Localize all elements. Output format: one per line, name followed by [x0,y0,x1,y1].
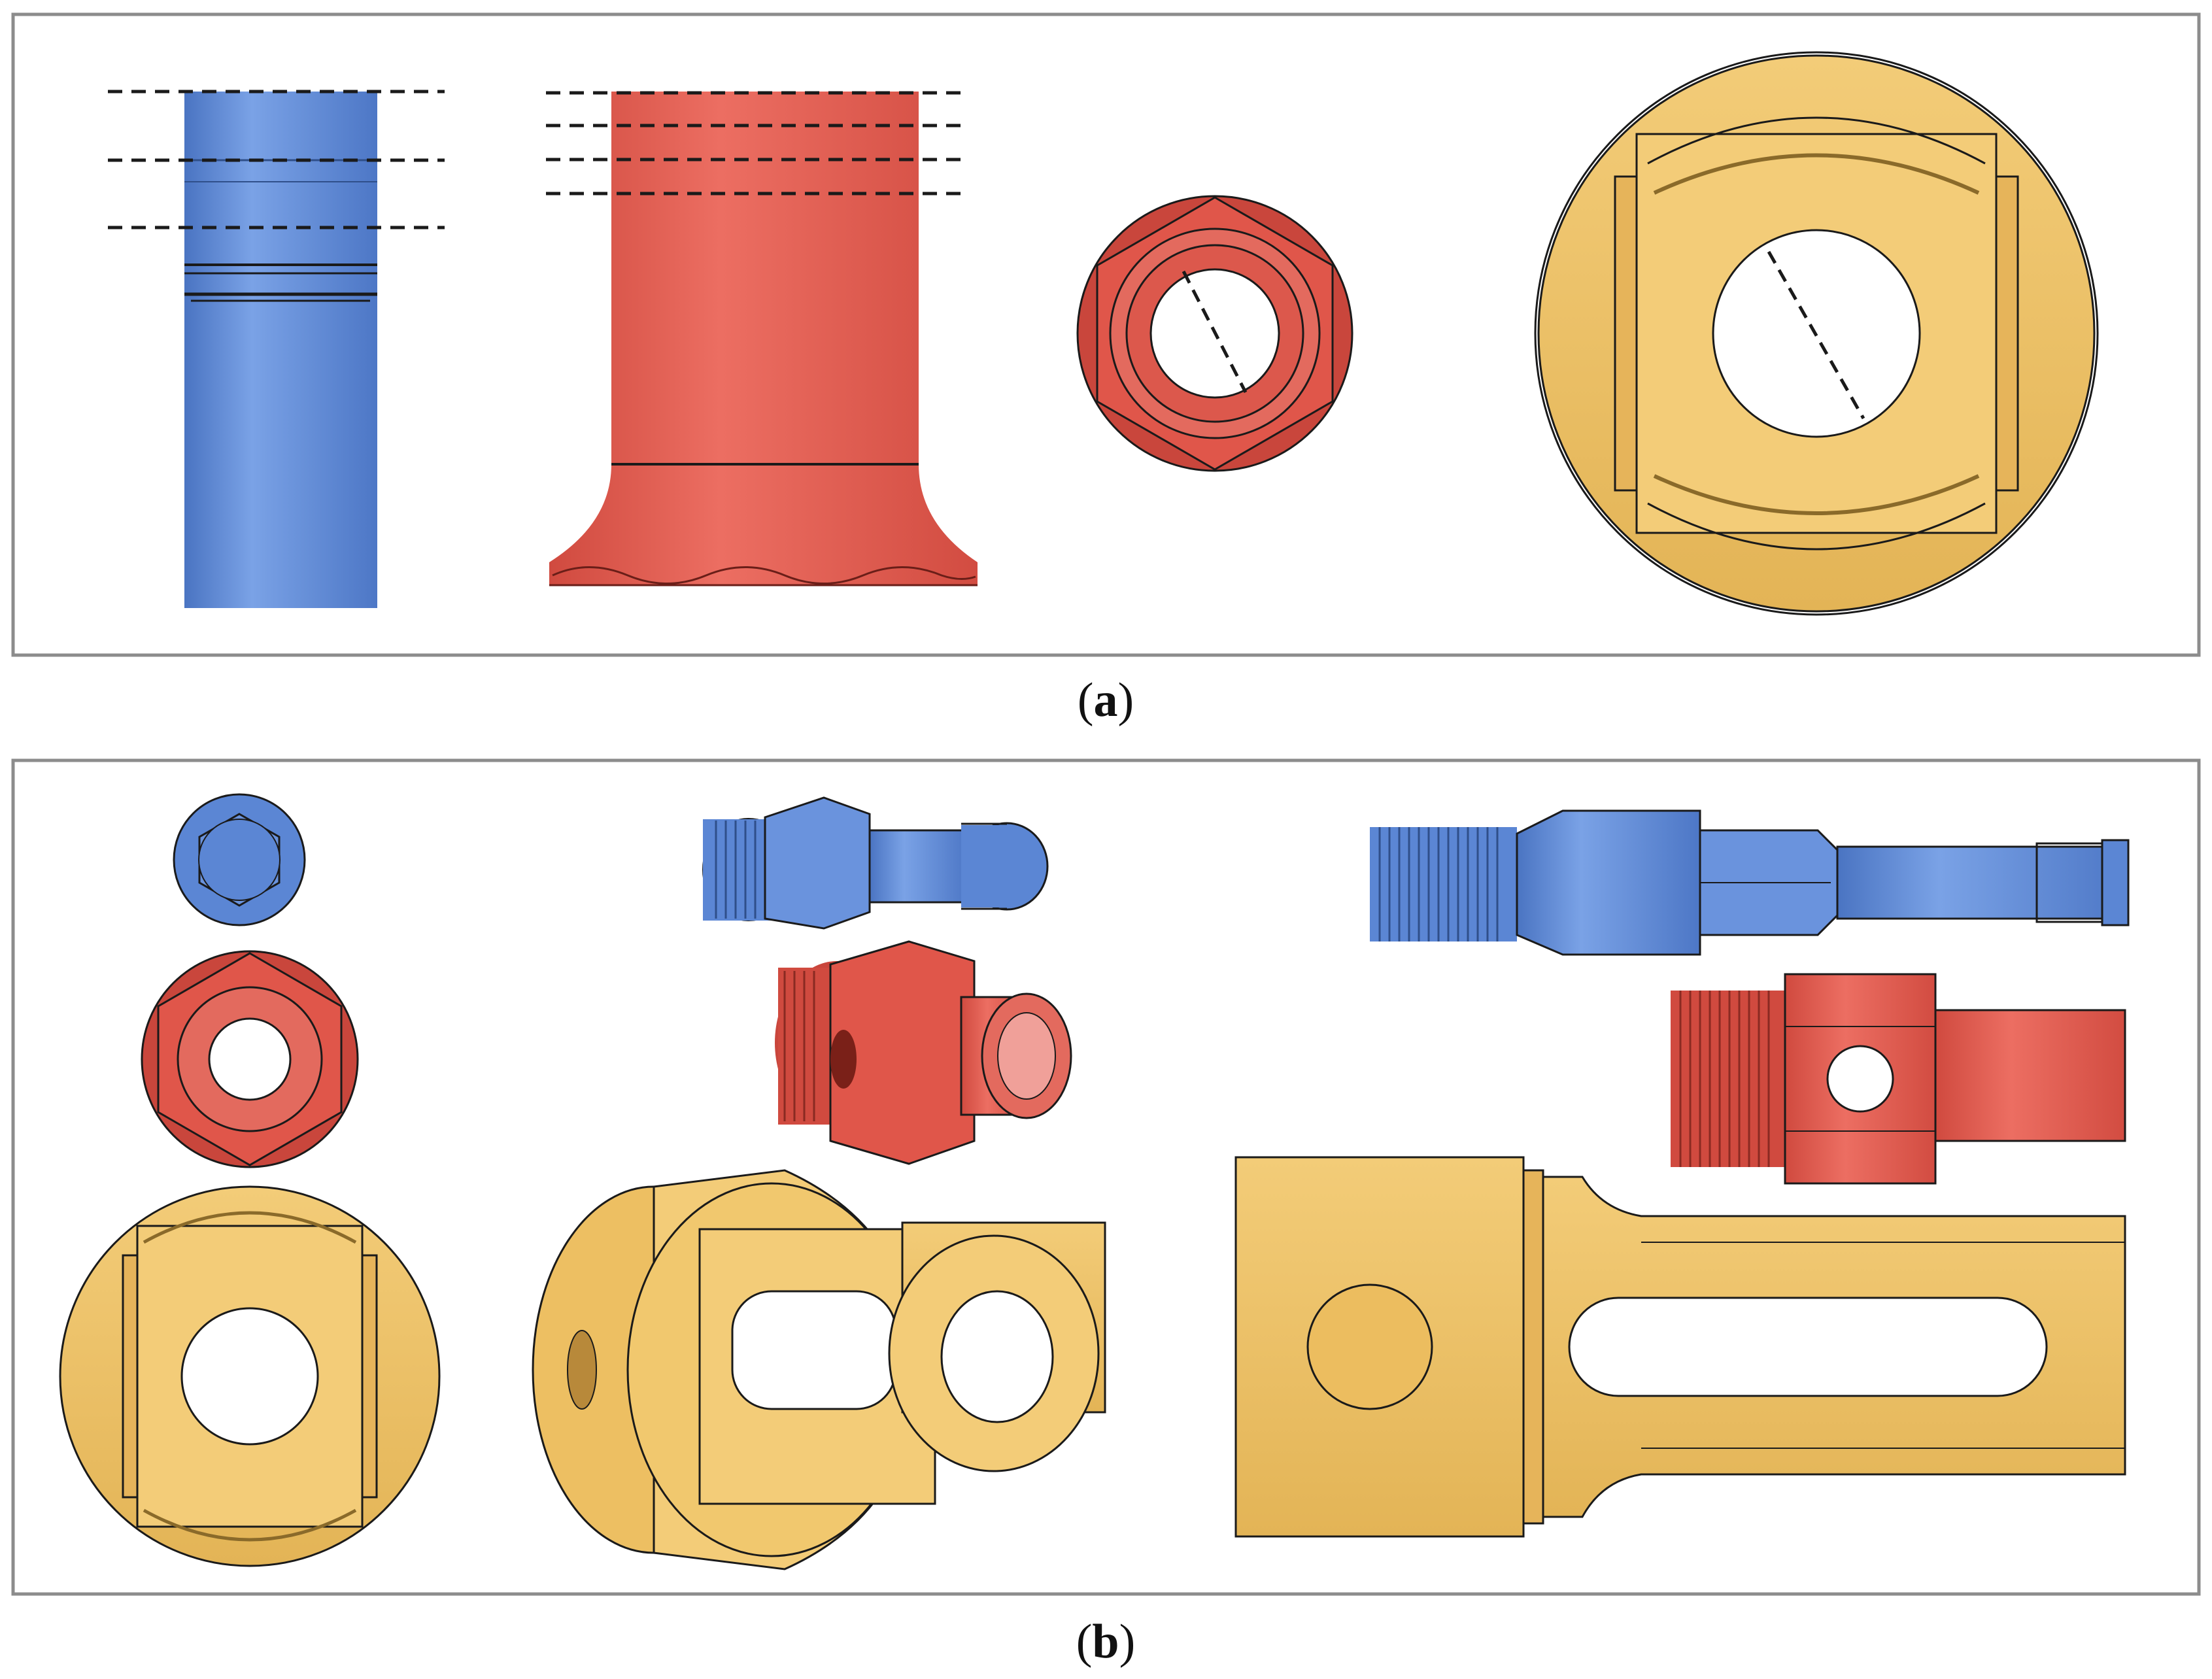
caption-b: (b) [1076,1615,1135,1669]
caption-a: (a) [1078,673,1134,727]
yellow-housing-end-view [1534,51,2099,616]
red-nut-end-view-b [141,950,359,1168]
blue-stem-end-view [173,793,306,926]
panel-a [11,12,2201,657]
yellow-housing-end-view-b [59,1185,441,1567]
red-nut-iso-view [775,940,1072,1165]
red-nut-side-view [549,92,978,586]
red-nut-side-view-b [1671,973,2126,1185]
blue-stem-side-view-b [1370,809,2130,956]
red-nut-end-view [1076,195,1353,472]
panel-b [11,758,2201,1596]
yellow-housing-iso-view [532,1169,1106,1570]
blue-stem-side-view [184,92,377,608]
dashed-reference-lines [108,90,968,229]
yellow-housing-side-view-b [1234,1156,2126,1538]
blue-stem-iso-view [702,796,1049,930]
